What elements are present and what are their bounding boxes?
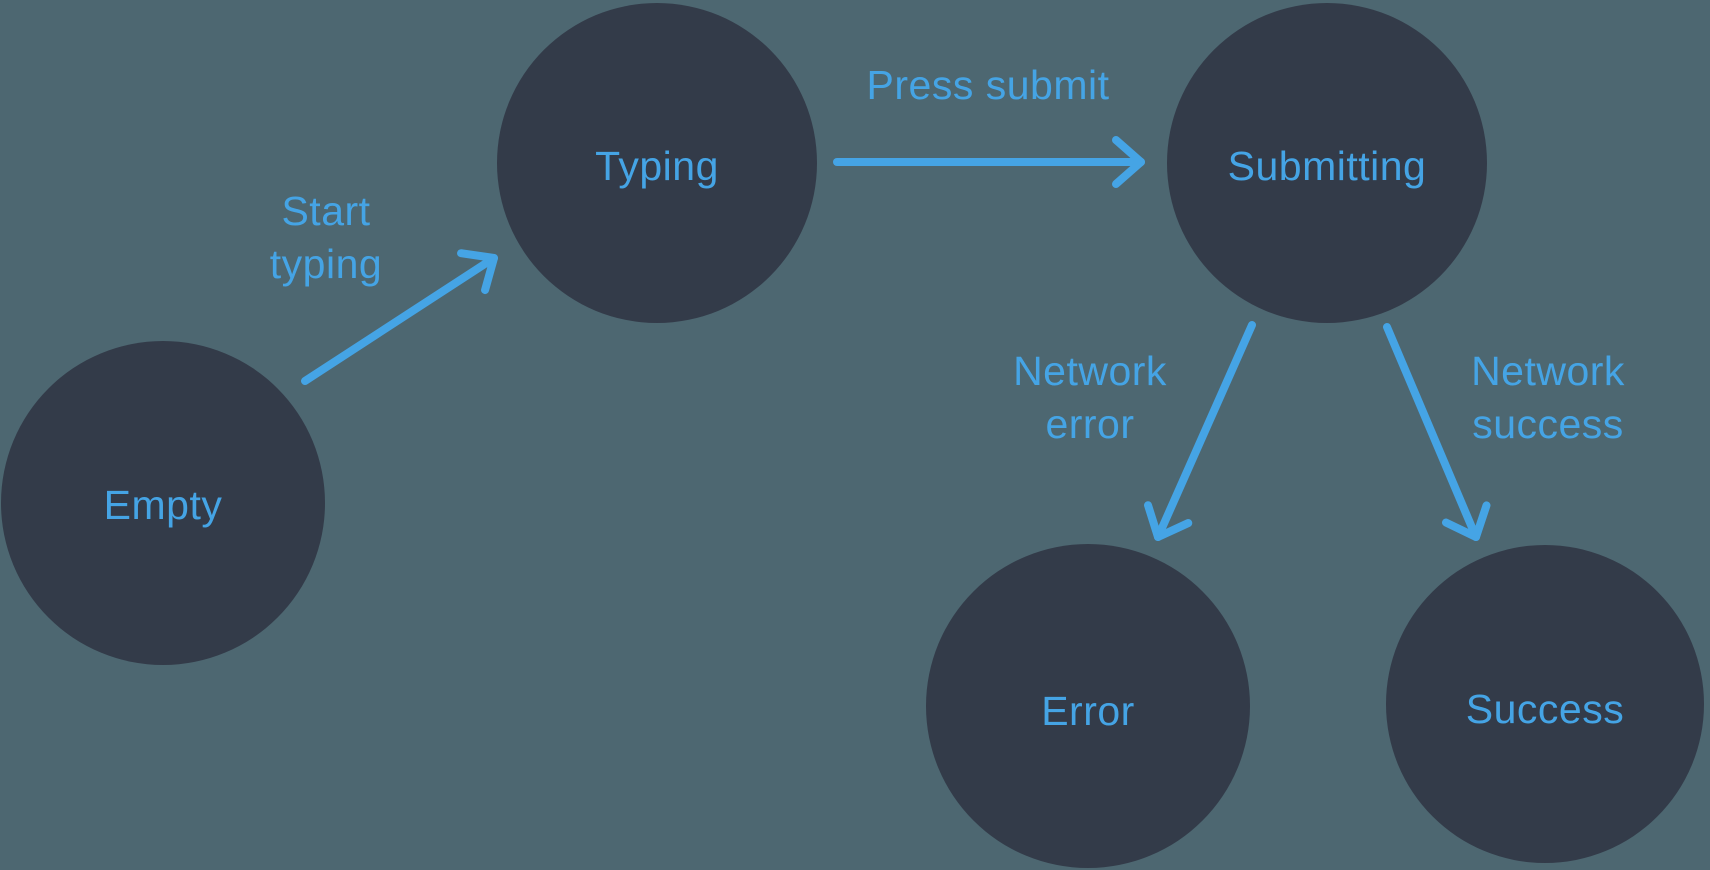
edge-start-typing: Start typing [270, 188, 498, 385]
state-circle-success [1386, 545, 1704, 863]
state-label-empty: Empty [104, 482, 223, 528]
state-label-error: Error [1041, 688, 1135, 734]
edge-label-press-submit: Press submit [867, 62, 1110, 108]
state-circle-empty [1, 341, 325, 665]
state-circle-typing [497, 3, 817, 323]
transition-arrow-start-typing [301, 249, 498, 385]
state-node-typing: Typing [497, 3, 817, 323]
state-node-empty: Empty [1, 341, 325, 665]
state-node-error: Error [926, 544, 1250, 868]
state-circle-submitting [1167, 3, 1487, 323]
edge-network-error: Network error [1013, 321, 1256, 541]
state-label-typing: Typing [595, 143, 719, 189]
edge-press-submit: Press submit [833, 62, 1145, 188]
edge-label-network-error-line1: Network [1013, 348, 1167, 394]
edge-label-network-success-line2: success [1472, 401, 1624, 447]
state-circle-error [926, 544, 1250, 868]
edge-label-start-typing-line2: typing [270, 241, 382, 287]
edge-network-success: Network success [1383, 323, 1625, 541]
state-label-submitting: Submitting [1228, 143, 1427, 189]
edge-label-network-error-line2: error [1045, 401, 1134, 447]
state-node-success: Success [1386, 545, 1704, 863]
transition-arrow-network-success [1383, 323, 1491, 541]
transition-arrow-network-error [1144, 321, 1256, 541]
edge-label-start-typing-line1: Start [281, 188, 370, 234]
state-node-submitting: Submitting [1167, 3, 1487, 323]
edge-label-network-success-line1: Network [1471, 348, 1625, 394]
state-label-success: Success [1466, 686, 1624, 732]
